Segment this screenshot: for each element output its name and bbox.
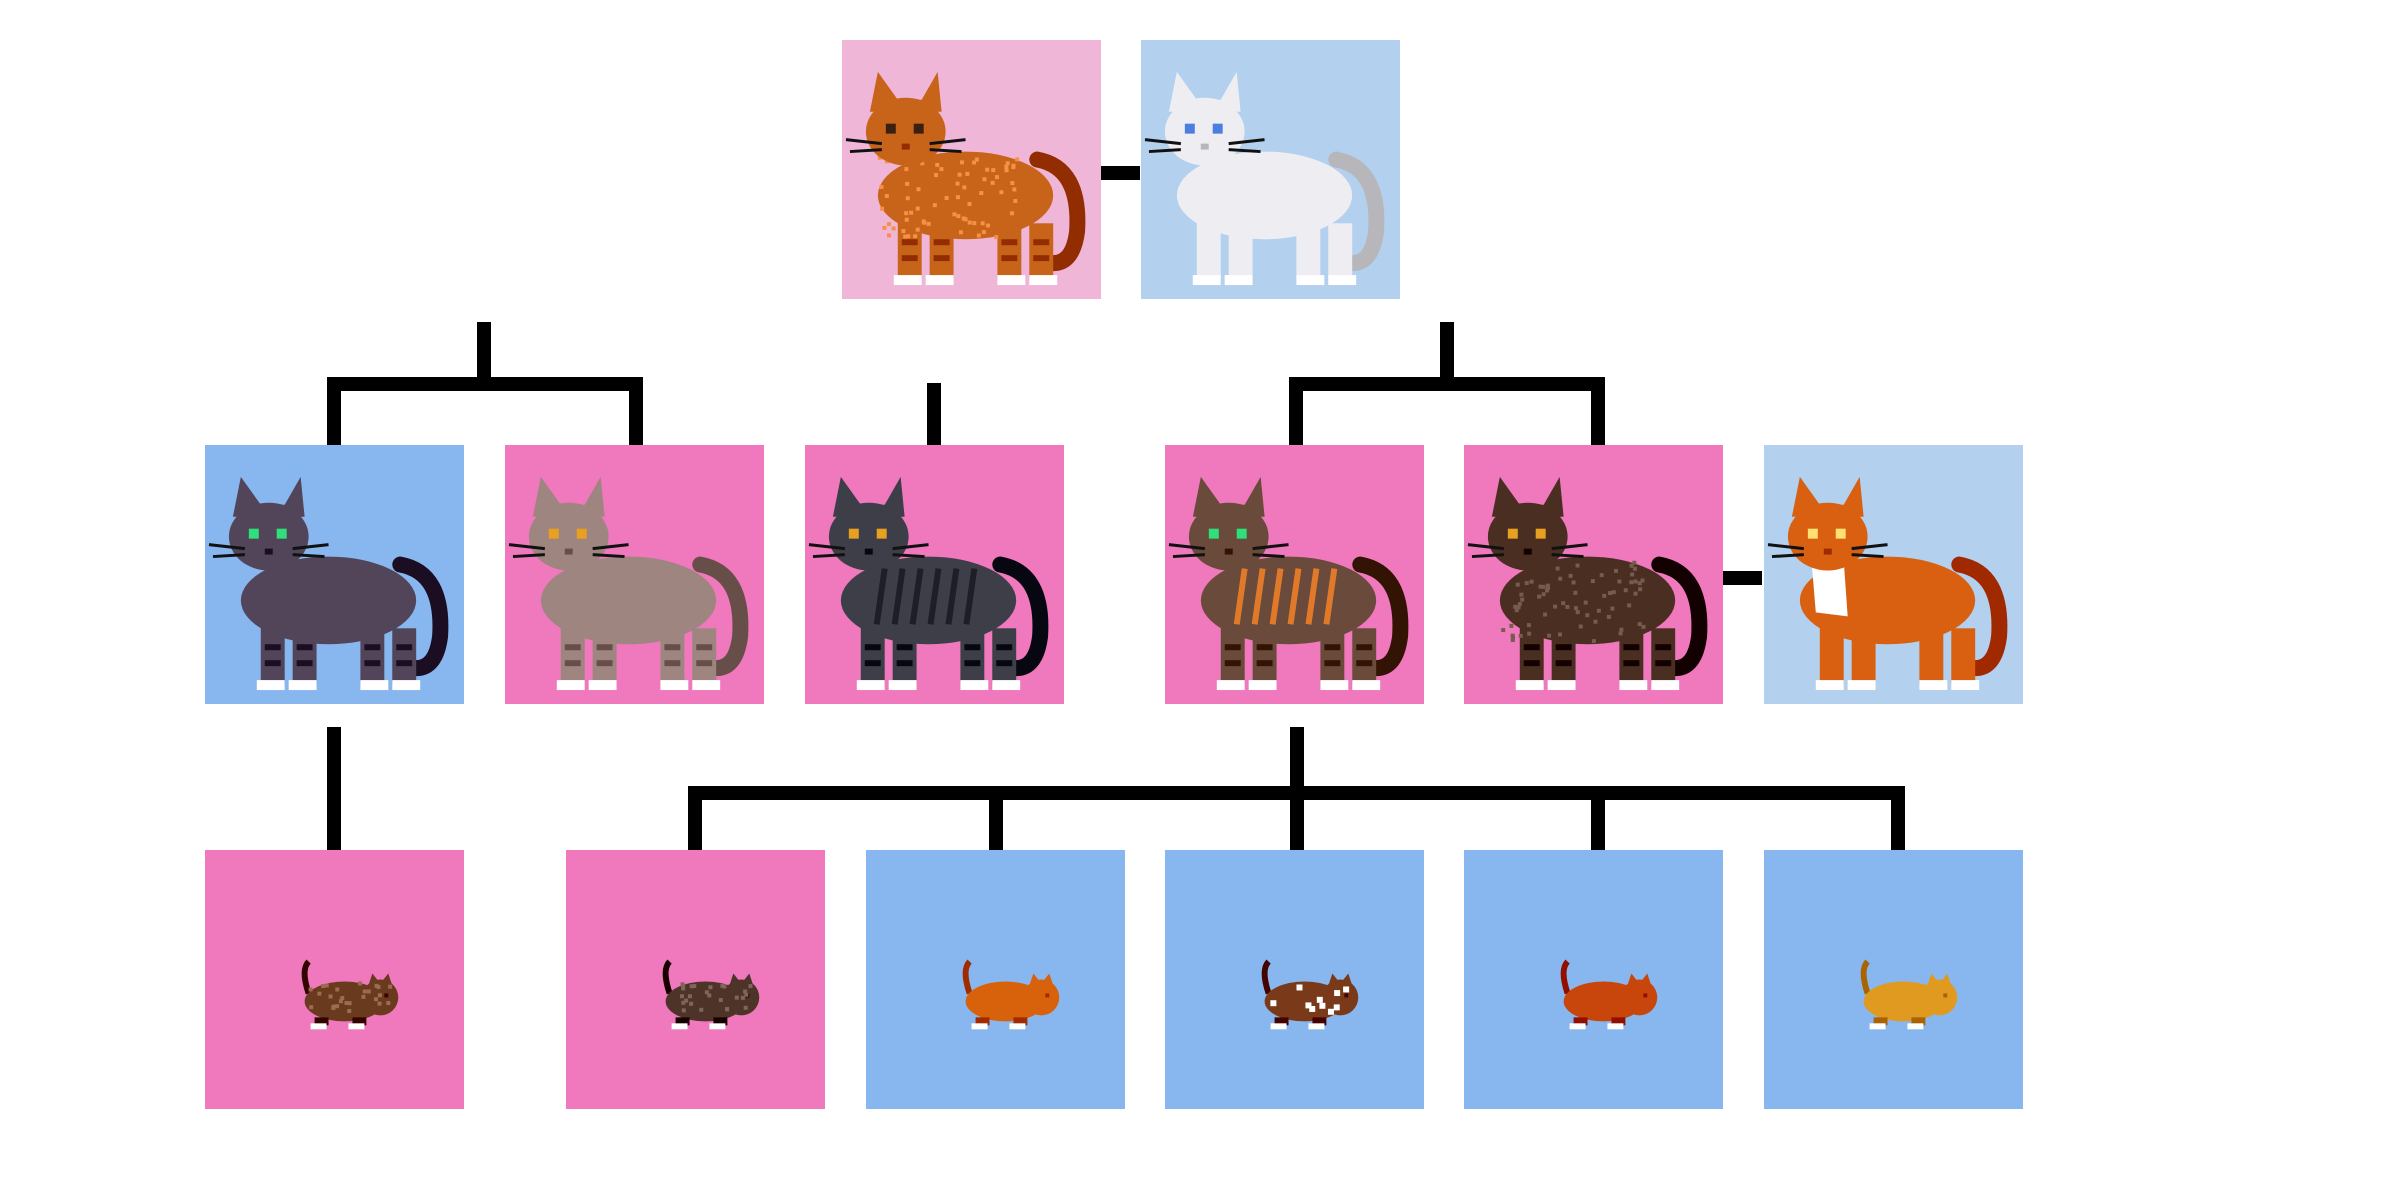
cat-card-father[interactable] — [1141, 40, 1400, 299]
sibling-bar — [327, 377, 643, 391]
child-drop — [629, 377, 643, 445]
taupe-cat-icon — [505, 445, 764, 704]
descent-stub — [927, 383, 941, 445]
cat-card-child[interactable] — [205, 445, 464, 704]
cat-card-child[interactable] — [1464, 445, 1723, 704]
dark-grey-cat-icon — [205, 445, 464, 704]
cat-card-grandchild[interactable] — [205, 850, 464, 1109]
brown-white-spotted-kitten-icon — [1165, 850, 1424, 1109]
cat-card-grandchild[interactable] — [566, 850, 825, 1109]
cat-card-grandchild[interactable] — [1464, 850, 1723, 1109]
black-striped-tabby-cat-icon — [805, 445, 1064, 704]
cat-card-mother[interactable] — [842, 40, 1101, 299]
descent-line — [1440, 322, 1454, 384]
child-drop — [989, 786, 1003, 850]
red-orange-kitten-icon — [1464, 850, 1723, 1109]
brown-speckled-cat-icon — [1464, 445, 1723, 704]
descent-line — [327, 727, 341, 850]
cat-card-child[interactable] — [805, 445, 1064, 704]
child-drop — [1891, 786, 1905, 850]
orange-white-cat-icon — [1764, 445, 2023, 704]
cat-card-grandchild[interactable] — [866, 850, 1125, 1109]
sibling-bar — [1289, 377, 1605, 391]
orange-kitten-icon — [866, 850, 1125, 1109]
golden-kitten-icon — [1764, 850, 2023, 1109]
cat-card-grandchild[interactable] — [1165, 850, 1424, 1109]
orange-speckled-tabby-cat-icon — [842, 40, 1101, 299]
child-drop — [1591, 786, 1605, 850]
sibling-bar — [688, 786, 1905, 800]
white-cat-icon — [1141, 40, 1400, 299]
cat-card-child[interactable] — [1165, 445, 1424, 704]
mate-line — [1096, 166, 1140, 180]
brown-orange-tabby-cat-icon — [1165, 445, 1424, 704]
child-drop — [1289, 377, 1303, 445]
cat-card-mate[interactable] — [1764, 445, 2023, 704]
cat-card-grandchild[interactable] — [1764, 850, 2023, 1109]
dark-speckled-kitten-icon — [566, 850, 825, 1109]
brown-speckled-kitten-icon — [205, 850, 464, 1109]
child-drop — [688, 786, 702, 850]
child-drop — [327, 377, 341, 445]
cat-card-child[interactable] — [505, 445, 764, 704]
child-drop — [1591, 377, 1605, 445]
descent-line — [477, 322, 491, 384]
mate-line — [1722, 571, 1762, 585]
